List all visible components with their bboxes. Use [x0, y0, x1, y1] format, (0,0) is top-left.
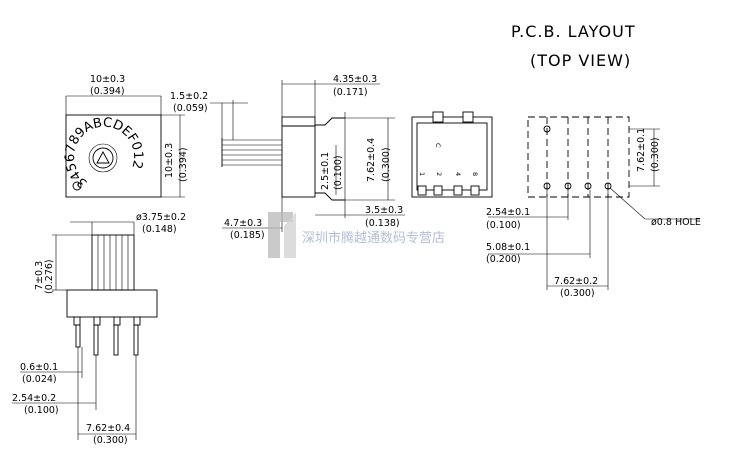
- side-height-mm: 4.7±0.3: [224, 218, 262, 229]
- front-body: [66, 289, 158, 318]
- side-height-inch: (0.185): [230, 230, 265, 241]
- watermark-text: 深圳市腾越通数码专营店: [302, 230, 445, 246]
- pin-label-1: 1: [418, 172, 426, 176]
- shaft-height-inch: (0.276): [44, 259, 55, 294]
- bottom-view: C 1 2 4 8: [411, 111, 493, 198]
- pcb-layout: 2.54±0.1 (0.100) 5.08±0.1 (0.200) 7.62±0…: [486, 116, 701, 299]
- side-lead-mm: 2.5±0.1: [320, 152, 331, 190]
- pin-width-inch: (0.024): [22, 374, 57, 385]
- shaft-offset-mm: 1.5±0.2: [170, 91, 208, 102]
- shaft-dia-mm: ø3.75±0.2: [136, 212, 186, 223]
- side-lead-len-mm: 3.5±0.3: [365, 205, 403, 216]
- top-height-mm: 10±0.3: [164, 143, 175, 178]
- pcb-span2-inch: (0.200): [486, 254, 521, 265]
- pin-label-c: C: [434, 143, 442, 148]
- side-lead-bottom: [315, 192, 345, 201]
- side-view: 1.5±0.2 (0.059) 4.35±0.3 (0.171) 2.5±0.1…: [170, 74, 405, 241]
- title-line2: (TOP VIEW): [530, 51, 631, 70]
- shaft-height-mm: 7±0.3: [34, 261, 45, 290]
- pcb-height-mm: 7.62±0.1: [636, 128, 647, 172]
- top-width-inch: (0.394): [90, 86, 125, 97]
- dial-knob: [92, 147, 114, 169]
- front-view: ø3.75±0.2 (0.148) 7±0.3 (0.276) 0.6±0.1 …: [12, 212, 186, 446]
- pin-label-2: 2: [435, 172, 443, 176]
- shaft-dia-inch: (0.148): [142, 224, 177, 235]
- watermark-logo-icon: [268, 212, 293, 258]
- pin-label-8: 8: [471, 172, 479, 176]
- side-view-body: [281, 116, 316, 198]
- dial-arrow-icon: [96, 151, 110, 164]
- watermark: 深圳市腾越通数码专营店: [268, 212, 445, 258]
- pcb-pitch-mm: 2.54±0.1: [486, 207, 530, 218]
- side-lead-len-inch: (0.138): [365, 218, 400, 229]
- top-view-corner-mark: [72, 181, 82, 191]
- bottom-view-inner: [416, 122, 488, 191]
- side-depth-mm: 4.35±0.3: [333, 74, 377, 85]
- pcb-width-mm: 7.62±0.2: [554, 276, 598, 287]
- pcb-span2-mm: 5.08±0.1: [486, 242, 530, 253]
- front-span-mm: 7.62±0.4: [86, 423, 130, 434]
- dial-outer-ring: [88, 143, 118, 173]
- shaft-offset-inch: (0.059): [173, 103, 208, 114]
- pin-label-4: 4: [454, 172, 462, 176]
- pin-width-mm: 0.6±0.1: [20, 362, 58, 373]
- side-span-inch: (0.300): [381, 147, 392, 182]
- pcb-width-inch: (0.300): [560, 288, 595, 299]
- side-span-mm: 7.62±0.4: [366, 138, 377, 182]
- side-depth-inch: (0.171): [333, 87, 368, 98]
- pcb-outline: [527, 116, 630, 198]
- side-lead-top: [315, 117, 345, 126]
- pcb-hole-label: ø0.8 HOLE: [651, 217, 701, 228]
- bottom-view-body: [411, 116, 493, 198]
- title-line1: P.C.B. LAYOUT: [511, 22, 636, 41]
- side-lead-inch: (0.100): [333, 155, 344, 190]
- top-height-inch: (0.394): [178, 147, 189, 182]
- pin-pitch-mm: 2.54±0.2: [12, 393, 56, 404]
- front-span-inch: (0.300): [93, 435, 128, 446]
- top-view-body: [65, 114, 162, 198]
- pcb-pitch-inch: (0.100): [486, 220, 521, 231]
- pin-pitch-inch: (0.100): [24, 405, 59, 416]
- pcb-height-inch: (0.300): [650, 137, 661, 172]
- top-width-mm: 10±0.3: [90, 74, 125, 85]
